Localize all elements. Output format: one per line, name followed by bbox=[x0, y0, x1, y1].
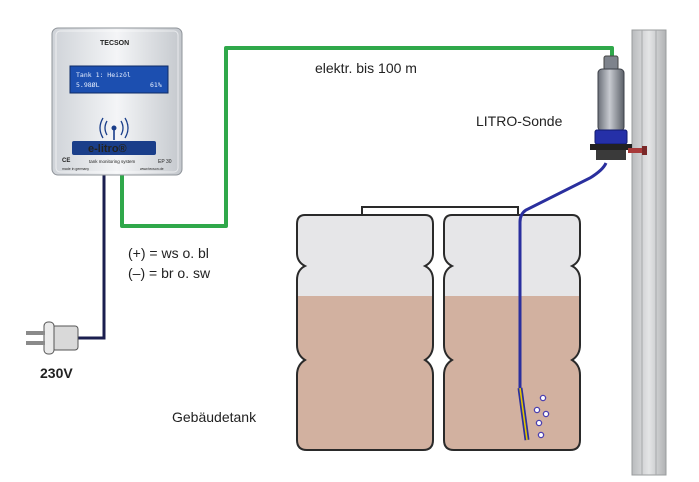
product-badge bbox=[72, 141, 156, 155]
signal-cable bbox=[120, 46, 614, 228]
ce-mark: CE bbox=[62, 158, 70, 164]
wall bbox=[631, 29, 667, 476]
made-in-label: made in germany bbox=[62, 167, 89, 171]
power-plug-icon bbox=[26, 321, 79, 355]
probe-cable bbox=[518, 162, 608, 390]
device-subtitle: tank monitoring system bbox=[89, 159, 136, 164]
power-cable bbox=[78, 175, 106, 340]
sensor-label: LITRO-Sonde bbox=[476, 113, 563, 129]
oil-level-right bbox=[444, 296, 580, 450]
air-bubbles bbox=[533, 394, 550, 439]
tank-connector-pipe bbox=[361, 206, 519, 215]
display-line-1: Tank 1: Heizöl bbox=[76, 71, 131, 79]
lcd-display bbox=[69, 65, 169, 94]
wiring-plus-label: (+) = ws o. bl bbox=[128, 245, 209, 261]
tank-left bbox=[296, 214, 434, 451]
display-line-2-left: 5.98ØL bbox=[76, 81, 100, 89]
device-model: EP 30 bbox=[158, 159, 172, 165]
tank-right bbox=[443, 214, 581, 451]
cable-length-label: elektr. bis 100 m bbox=[315, 60, 417, 76]
website-label: www.tecson.de bbox=[140, 167, 164, 171]
display-line-2-right: 61% bbox=[150, 81, 162, 89]
litro-sonde-sensor bbox=[590, 55, 647, 160]
probe-tube bbox=[517, 387, 530, 441]
tank-label: Gebäudetank bbox=[172, 409, 257, 425]
product-name: e-litro® bbox=[88, 143, 127, 155]
elitro-device: TECSON Tank 1: Heizöl 5.98ØL 61% e-litro… bbox=[51, 27, 183, 176]
brand-label: TECSON bbox=[100, 40, 129, 47]
wiring-minus-label: (–) = br o. sw bbox=[128, 265, 211, 281]
voltage-label: 230V bbox=[40, 365, 73, 381]
oil-level-left bbox=[297, 296, 433, 450]
antenna-icon bbox=[99, 117, 129, 140]
